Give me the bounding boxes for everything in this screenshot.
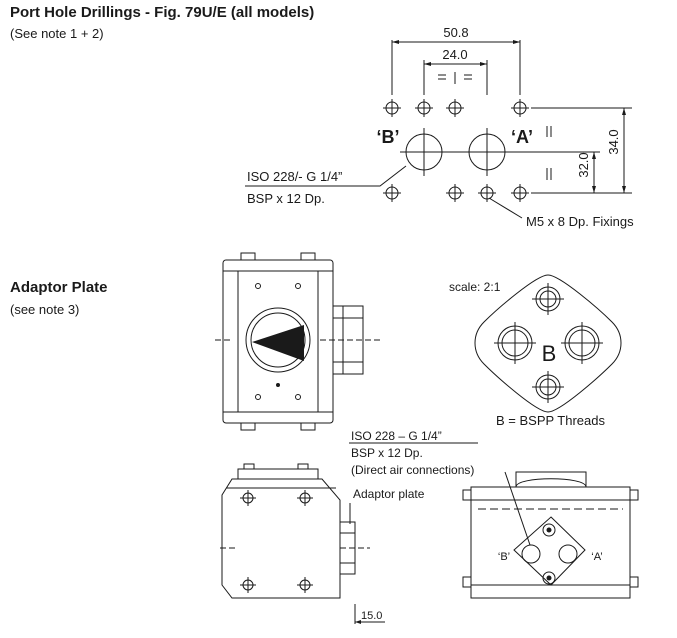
back-view-a-label: ‘A’ <box>591 551 602 563</box>
iso-note-line1: ISO 228/- G 1/4” <box>247 169 342 184</box>
adaptor-iso-line1: ISO 228 – G 1/4” <box>351 429 442 443</box>
adaptor-center-letter: B <box>542 341 557 366</box>
adaptor-plate-outline <box>474 274 622 413</box>
indicator-arrow <box>252 325 304 361</box>
adaptor-plate-label: Adaptor plate <box>353 487 425 501</box>
dim-32-0: 32.0 <box>576 152 591 177</box>
adaptor-plate-mount <box>513 516 586 586</box>
fixing-holes-top <box>383 99 529 117</box>
port-hole-note: (See note 1 + 2) <box>10 26 104 41</box>
adaptor-iso-line2: BSP x 12 Dp. <box>351 446 423 460</box>
actuator-side-view: 15.0 <box>220 463 385 624</box>
adaptor-plate-view: scale: 2:1 B B = BSPP Threads <box>449 274 622 428</box>
port-label-a: ‘A’ <box>511 127 533 147</box>
fixing-holes-bottom <box>383 184 529 202</box>
back-view-b-label: ‘B’ <box>498 551 510 563</box>
bspp-note: B = BSPP Threads <box>496 413 606 428</box>
scale-label: scale: 2:1 <box>449 280 501 294</box>
port-b-circle <box>400 128 448 176</box>
dim-24-0: 24.0 <box>442 47 467 62</box>
adaptor-iso-line3: (Direct air connections) <box>351 463 474 477</box>
position-indicator <box>245 307 311 373</box>
port-hole-title: Port Hole Drillings - Fig. 79U/E (all mo… <box>10 4 315 21</box>
port-hole-diagram: 50.8 24.0 ‘B’ ‘A’ <box>245 25 634 229</box>
dim-50-8: 50.8 <box>443 25 468 40</box>
dim-15-0: 15.0 <box>361 610 382 622</box>
adaptor-plate-note: (see note 3) <box>10 302 80 317</box>
port-label-b: ‘B’ <box>376 127 399 147</box>
dim-34-0: 34.0 <box>606 129 621 154</box>
adaptor-plate-title: Adaptor Plate <box>10 279 108 296</box>
fixings-note: M5 x 8 Dp. Fixings <box>526 214 634 229</box>
actuator-front-view <box>215 252 380 431</box>
actuator-back-view: ‘B’ ‘A’ <box>462 471 639 599</box>
iso-note-line2: BSP x 12 Dp. <box>247 191 325 206</box>
